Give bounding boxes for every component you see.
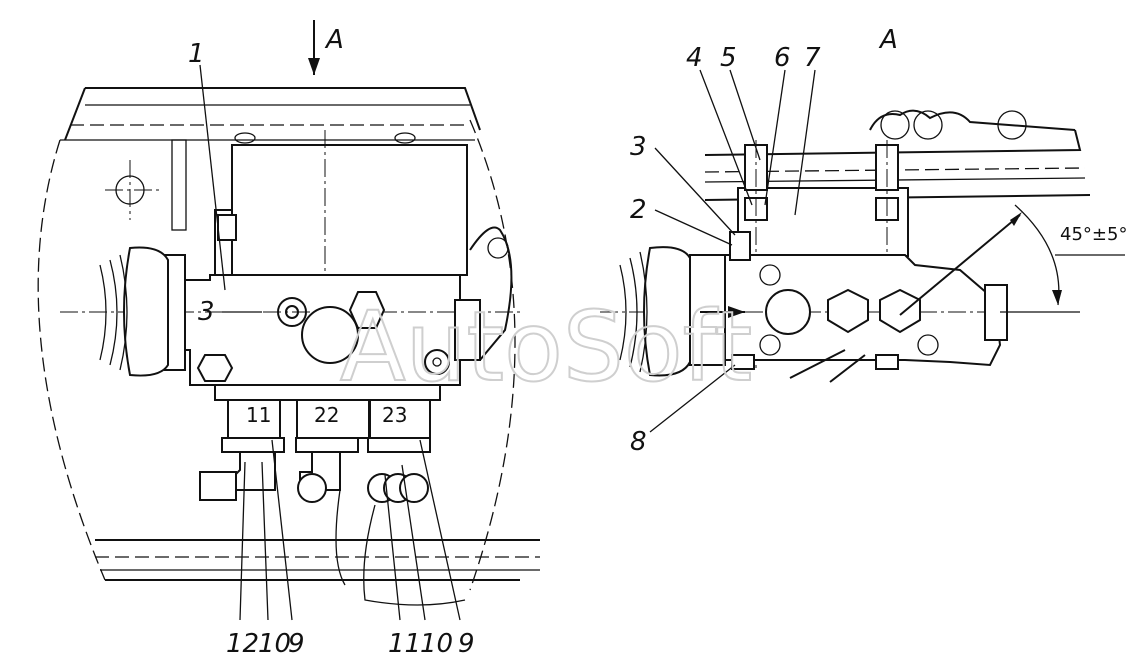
callout-9b: 9 — [458, 629, 475, 659]
view-title-a: A — [878, 25, 898, 55]
callout-12: 12 — [226, 629, 259, 659]
callout-2: 2 — [630, 195, 647, 225]
port-label-23: 23 — [382, 403, 407, 427]
callout-5: 5 — [720, 43, 737, 73]
callout-8: 8 — [630, 427, 647, 457]
callout-7: 7 — [804, 43, 821, 73]
callout-3-right: 3 — [630, 132, 647, 162]
callout-9: 9 — [288, 629, 305, 659]
callout-1: 1 — [188, 39, 205, 69]
port-label-11: 11 — [246, 403, 271, 427]
watermark: AutoSoft — [340, 291, 752, 403]
angle-dimension: 45°±5° — [1060, 224, 1127, 245]
port-label-22: 22 — [314, 403, 339, 427]
right-view: A — [600, 25, 1127, 457]
left-view: A 1 3 12 10 9 11 10 9 11 22 23 — [37, 20, 540, 659]
view-marker-a: A — [324, 25, 344, 55]
callout-6: 6 — [774, 43, 791, 73]
callout-4: 4 — [686, 43, 703, 73]
callout-3: 3 — [198, 297, 215, 327]
callout-11: 11 — [388, 629, 421, 659]
callout-10b: 10 — [420, 629, 453, 659]
callout-10: 10 — [258, 629, 291, 659]
